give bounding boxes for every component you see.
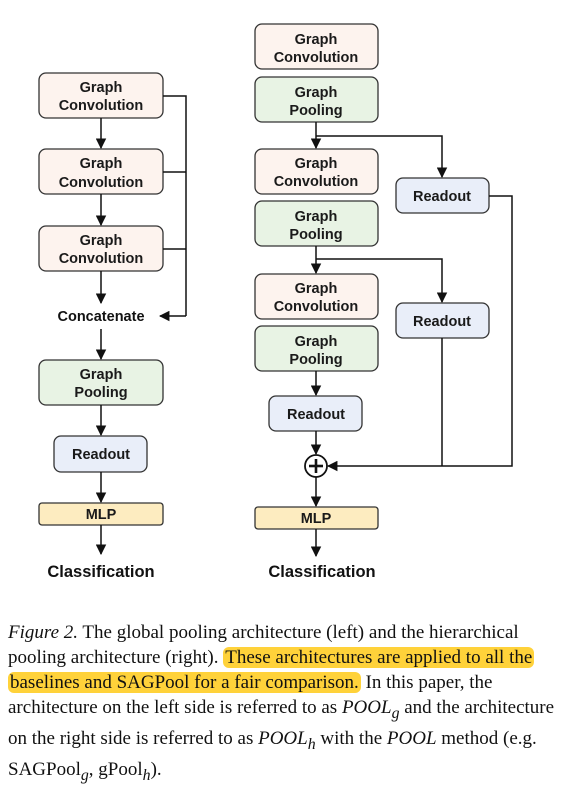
box-label: Graph (295, 85, 338, 101)
right-graph-pooling-3: Graph Pooling (254, 325, 379, 372)
pool-symbol: POOL (386, 727, 437, 749)
caption-text: ). (150, 758, 162, 780)
box-label: Graph (295, 281, 338, 297)
left-concatenate-label: Concatenate (57, 309, 144, 325)
box-label: Pooling (289, 103, 342, 119)
architecture-diagram: Graph Convolution Graph Convolution Grap… (38, 23, 513, 581)
box-label: Graph (80, 233, 123, 249)
left-graph-convolution-3: Graph Convolution (38, 225, 164, 272)
left-classification-label: Classification (47, 563, 154, 581)
box-label: Convolution (274, 174, 359, 190)
caption-text: , gPool (88, 758, 143, 780)
pool-g-symbol: POOLg (341, 697, 400, 722)
figure-label: Figure 2. (8, 622, 79, 643)
figure-caption: Figure 2. The global pooling architectur… (8, 620, 576, 787)
right-architecture: Graph Convolution Graph Pooling Graph Co… (254, 23, 513, 581)
box-label: Readout (72, 447, 130, 463)
box-label: Graph (295, 32, 338, 48)
caption-text: The global pooling architecture (left) a… (8, 622, 519, 668)
readout-to-sum-line (326, 195, 513, 472)
right-graph-convolution-3: Graph Convolution (254, 273, 379, 320)
box-label: Convolution (59, 175, 144, 191)
left-readout: Readout (53, 435, 148, 473)
left-architecture: Graph Convolution Graph Convolution Grap… (38, 72, 187, 581)
pool-h-symbol: POOLh (258, 727, 316, 753)
math-subscript: h (307, 735, 316, 753)
left-graph-pooling: Graph Pooling (38, 359, 164, 406)
branch-line (316, 135, 448, 179)
right-graph-pooling-2: Graph Pooling (254, 200, 379, 247)
right-graph-convolution-2: Graph Convolution (254, 148, 379, 195)
circled-plus-icon (304, 454, 328, 478)
box-label: Graph (295, 156, 338, 172)
right-graph-convolution-1: Graph Convolution (254, 23, 379, 70)
caption-text: and the architecture on the right side i… (8, 697, 555, 749)
left-graph-convolution-1: Graph Convolution (38, 72, 164, 119)
box-label: Convolution (274, 50, 359, 66)
box-label: Pooling (289, 227, 342, 243)
math-subscript: g (80, 766, 89, 784)
caption-text: with the (315, 727, 387, 749)
box-label: Graph (80, 367, 123, 383)
skip-connection-line (163, 95, 187, 316)
box-label: Convolution (274, 299, 359, 315)
right-readout-2: Readout (395, 302, 490, 339)
box-label: Readout (413, 314, 471, 330)
math-base: POOL (341, 697, 392, 718)
box-label: MLP (86, 507, 117, 523)
box-label: Graph (80, 156, 123, 172)
box-label: Convolution (59, 98, 144, 114)
box-label: Pooling (289, 352, 342, 368)
left-mlp: MLP (38, 502, 164, 526)
box-label: Graph (80, 80, 123, 96)
box-label: Graph (295, 209, 338, 225)
math-subscript: h (142, 766, 151, 784)
box-label: Graph (295, 334, 338, 350)
box-label: Readout (287, 407, 345, 423)
right-classification-label: Classification (268, 563, 375, 581)
math-subscript: g (391, 704, 400, 722)
left-graph-convolution-2: Graph Convolution (38, 148, 164, 195)
right-readout-1: Readout (395, 177, 490, 214)
math-base: POOL (258, 727, 308, 749)
caption-text: method (e.g. SAGPool (8, 727, 537, 780)
right-graph-pooling-1: Graph Pooling (254, 76, 379, 123)
right-readout-3: Readout (268, 395, 363, 432)
right-mlp: MLP (254, 506, 379, 530)
box-label: Convolution (59, 251, 144, 267)
box-label: MLP (301, 511, 332, 527)
box-label: Pooling (74, 385, 127, 401)
box-label: Readout (413, 189, 471, 205)
caption-text: In this paper, the architecture on the l… (8, 672, 493, 718)
branch-line (316, 258, 448, 304)
